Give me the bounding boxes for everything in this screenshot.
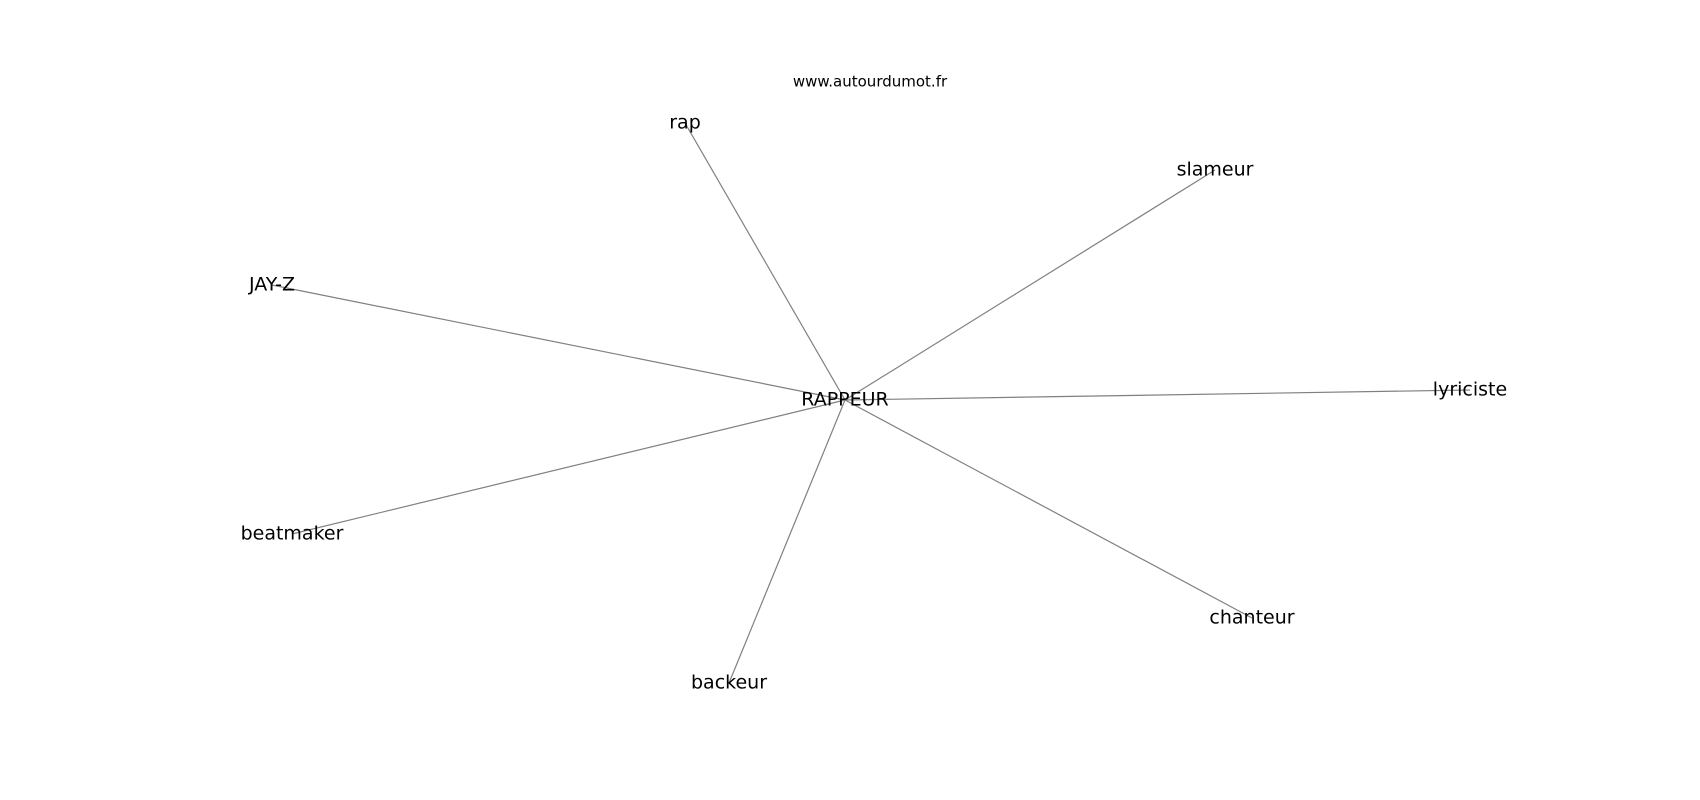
edge-chanteur [844, 399, 1253, 619]
node-label-beatmaker[interactable]: beatmaker [241, 523, 344, 545]
node-label-slameur[interactable]: slameur [1177, 159, 1254, 181]
node-label-chanteur[interactable]: chanteur [1209, 607, 1294, 629]
node-label-backeur[interactable]: backeur [691, 672, 767, 694]
graph-labels: www.autourdumot.fr RAPPEUR rap slameurJAY-… [241, 73, 1508, 694]
node-label-jay-z[interactable]: JAY-Z [248, 274, 295, 296]
watermark-text: www.autourdumot.fr [793, 73, 948, 91]
edge-jay-z [271, 284, 846, 401]
edge-lyriciste [844, 389, 1471, 401]
edge-beatmaker [291, 399, 846, 535]
node-label-center[interactable]: RAPPEUR [801, 389, 888, 411]
edge-backeur [728, 399, 846, 684]
edge-slameur [844, 169, 1216, 401]
edge-rap [684, 122, 846, 401]
node-label-lyriciste[interactable]: lyriciste [1433, 379, 1507, 401]
node-label-rap[interactable]: rap [669, 112, 701, 134]
graph-edges [271, 122, 1471, 684]
